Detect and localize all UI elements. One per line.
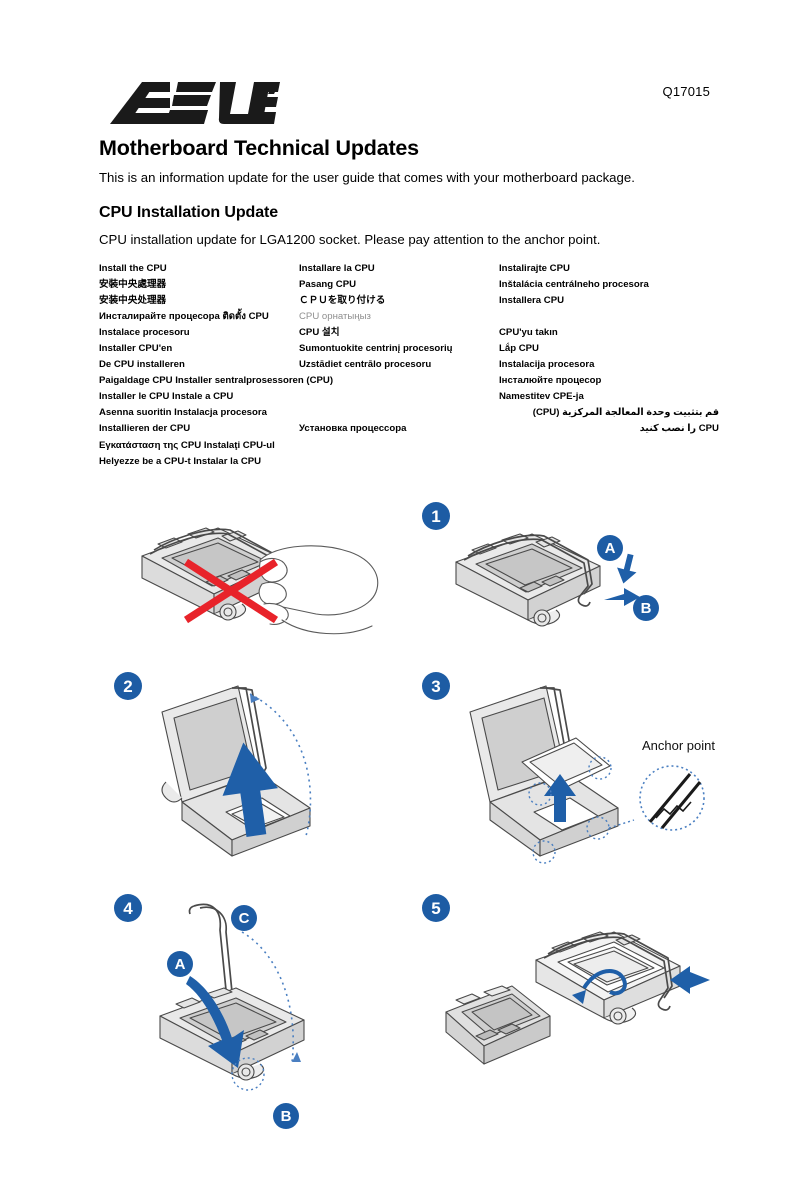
language-line: Installer CPU'en: [99, 343, 173, 355]
figure-step-2: 2: [110, 670, 400, 860]
document-code: Q17015: [662, 84, 710, 99]
step-label-B: B: [273, 1103, 299, 1129]
svg-text:5: 5: [431, 899, 440, 918]
language-column-3: Instalirajte CPU Inštalácia centrálneho p…: [499, 261, 719, 438]
prohibition-mark: [183, 558, 279, 624]
arrow-close-plate: [186, 976, 244, 1068]
section-title: CPU Installation Update: [99, 204, 279, 221]
language-line: CPU орнатыңыз: [299, 311, 371, 323]
anchor-marker: [588, 756, 612, 780]
language-line: Installera CPU: [499, 295, 565, 307]
svg-text:3: 3: [431, 677, 440, 696]
svg-text:4: 4: [123, 899, 133, 918]
language-column-2: Installare la CPU Pasang CPU ＣＰＵを取り付ける CPU …: [299, 261, 504, 438]
anchor-marker: [528, 782, 552, 806]
arrow-down-a: [617, 553, 637, 584]
svg-text:B: B: [281, 1108, 292, 1125]
language-line: Installieren der CPU: [99, 423, 191, 435]
language-line: Sumontuokite centrinį procesorių: [299, 343, 453, 355]
language-column-1: Install the CPU 安裝中央處理器安装中央处理器 Инсталирайт…: [99, 261, 334, 470]
figure-step-4: 4: [110, 890, 400, 1140]
step-badge-4: 4: [114, 894, 142, 922]
anchor-point-magnifier: [639, 765, 705, 831]
language-line: Install the CPU: [99, 263, 167, 274]
svg-text:A: A: [175, 956, 186, 973]
language-line: Paigaldage CPU Installer sentralprosesso…: [99, 375, 334, 387]
arrow-right-b: [604, 588, 640, 606]
step-badge-2: 2: [114, 672, 142, 700]
step-label-A: A: [597, 535, 623, 561]
language-line: ＣＰＵを取り付ける: [299, 295, 386, 307]
arrow-push-lever: [670, 966, 710, 994]
arrow-remove-cap: [582, 969, 627, 996]
language-line: Інсталюйте процесор: [499, 375, 602, 387]
language-line: Uzstādiet centrālo procesoru: [299, 359, 432, 371]
svg-text:2: 2: [123, 677, 132, 696]
svg-text:A: A: [605, 540, 616, 557]
language-line: 安裝中央處理器: [99, 279, 167, 291]
language-line: قم بتثبيت وحدة المعالجة المركزية (CPU): [532, 407, 719, 419]
asus-logo: [108, 80, 280, 126]
language-line: Установка процессора: [299, 423, 407, 435]
figure-step-5: 5: [418, 890, 718, 1080]
svg-text:B: B: [641, 600, 652, 617]
svg-text:C: C: [239, 910, 250, 927]
language-line: Asenna suoritin Instalacja procesora: [99, 407, 267, 419]
svg-text:1: 1: [431, 507, 440, 526]
language-line: Instalirajte CPU: [499, 263, 570, 274]
language-line: Inštalácia centrálneho procesora: [499, 279, 649, 291]
figure-step-3: 3: [418, 670, 718, 864]
language-line: Installare la CPU: [299, 263, 375, 274]
section-text: CPU installation update for LGA1200 sock…: [99, 232, 601, 247]
step-label-A: A: [167, 951, 193, 977]
language-line: De CPU installeren: [99, 359, 185, 371]
page-title: Motherboard Technical Updates: [99, 136, 419, 160]
language-line: Helyezze be a CPU-t Instalar la CPU: [99, 455, 262, 467]
step-badge-1: 1: [422, 502, 450, 530]
anchor-point-label: Anchor point: [642, 738, 715, 753]
latch-marker: [231, 1057, 265, 1091]
language-line: 安装中央处理器: [99, 295, 167, 307]
language-line: Instalace procesoru: [99, 327, 190, 339]
step-label-B: B: [633, 595, 659, 621]
language-line: Lắp CPU: [499, 343, 539, 355]
language-line: CPU 설치: [299, 327, 340, 339]
figure-step-1: 1 A: [418, 500, 708, 650]
language-line: Pasang CPU: [299, 279, 357, 291]
language-line: Instalacija procesora: [499, 359, 595, 371]
language-line: Εγκατάσταση της CPU Instalaţi CPU-ul: [99, 439, 275, 451]
step-badge-3: 3: [422, 672, 450, 700]
anchor-marker: [532, 840, 556, 864]
arrow-rotate-up: [222, 742, 279, 837]
intro-text: This is an information update for the us…: [99, 170, 635, 185]
language-line: Namestitev CPE-ja: [499, 391, 584, 403]
figure-do-not-touch: [110, 500, 400, 650]
language-line: CPU'yu takın: [499, 327, 558, 339]
arrow-insert-down: [544, 774, 576, 822]
language-line: Installer le CPU Instale a CPU: [99, 391, 234, 403]
language-line: Инсталирайте процесора ติดตั้ง CPU: [99, 311, 269, 323]
step-badge-5: 5: [422, 894, 450, 922]
step-label-C: C: [231, 905, 257, 931]
language-line: CPU را نصب کنيد: [639, 423, 719, 435]
